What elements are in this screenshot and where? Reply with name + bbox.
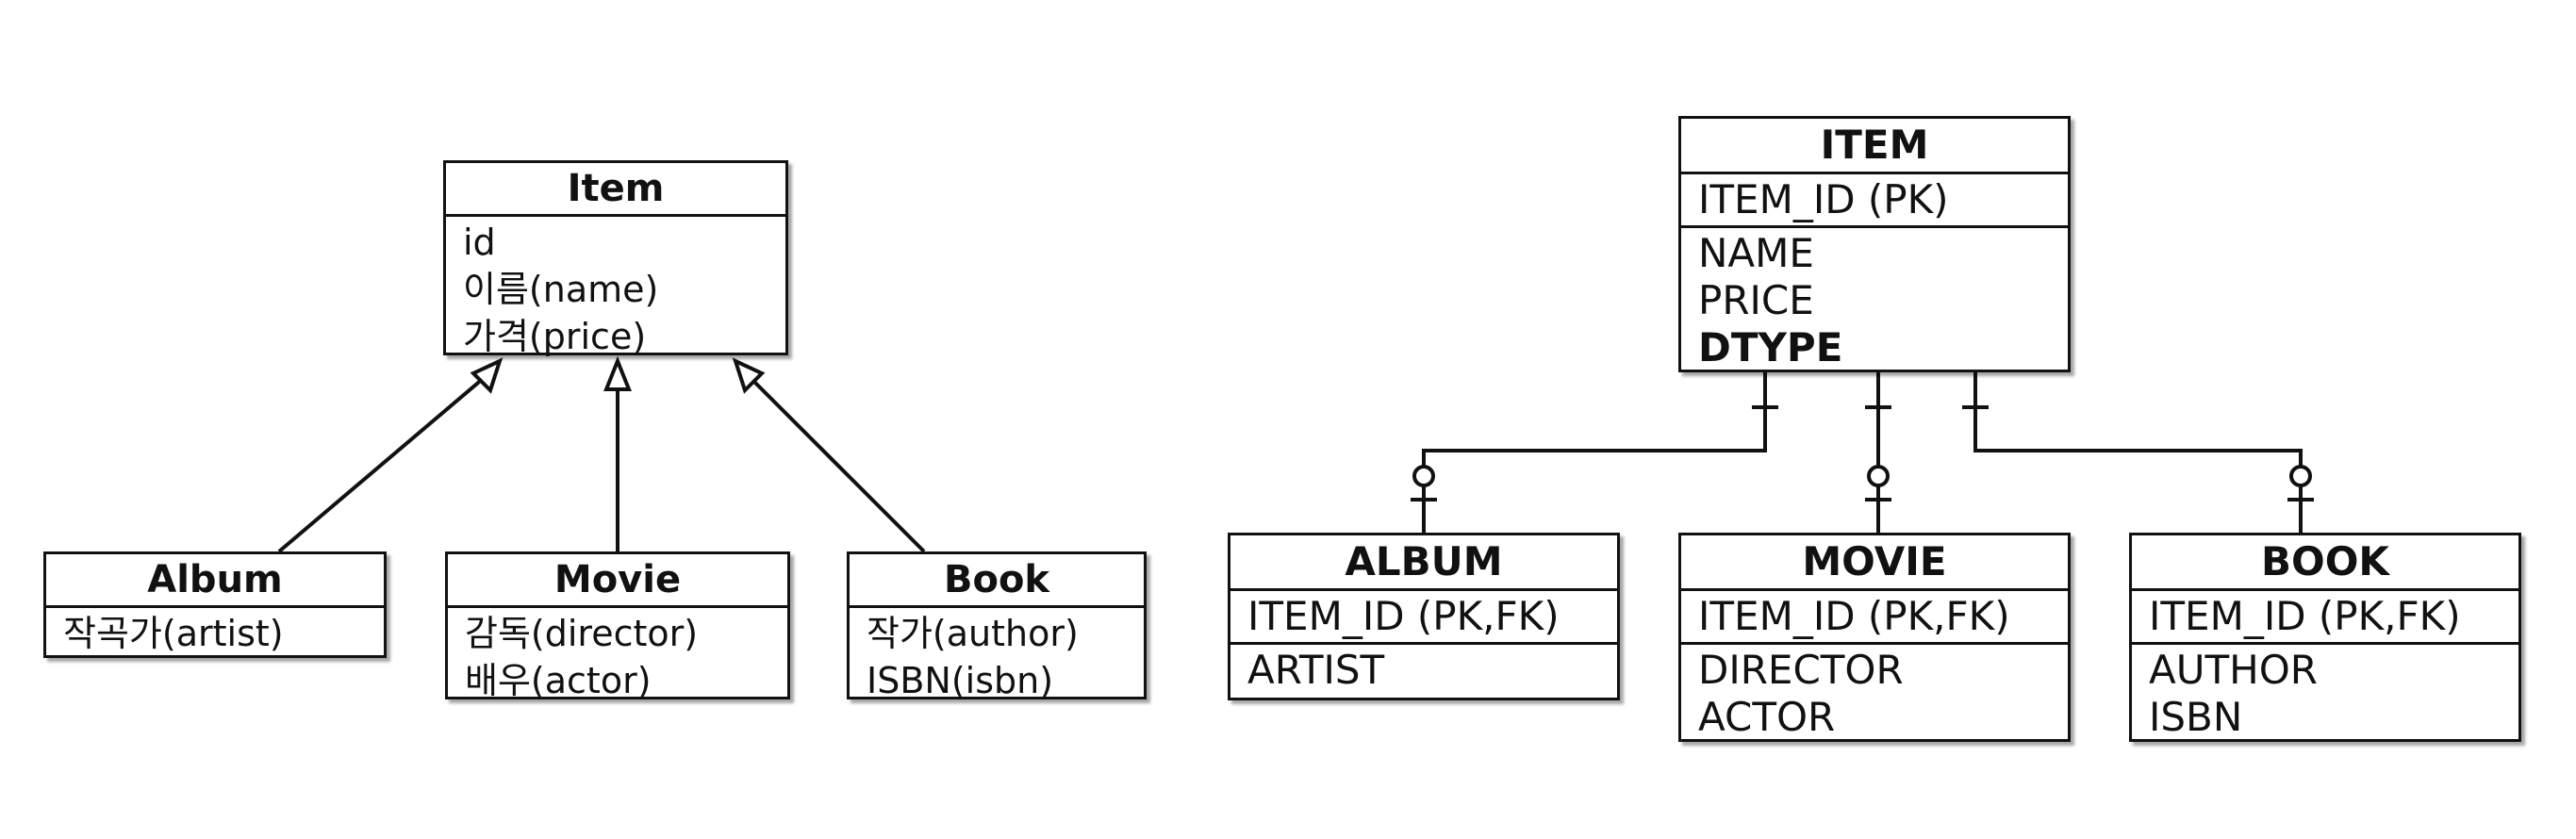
album-optional-circle [1412,465,1435,487]
erd-movie-table: MOVIE ITEM_ID (PK,FK) DIRECTOR ACTOR [1678,533,2071,742]
erd-book-title: BOOK [2132,535,2518,591]
erd-item-table: ITEM ITEM_ID (PK) NAME PRICE DTYPE [1678,116,2071,372]
erd-album-col-artist: ARTIST [1247,647,1385,693]
erd-item-col-dtype: DTYPE [1698,324,1843,370]
uml-movie-title: Movie [448,554,787,608]
erd-movie-pk: ITEM_ID (PK,FK) [1698,593,2010,639]
erd-book-columns: AUTHOR ISBN [2132,642,2518,743]
uml-movie-class: Movie 감독(director) 배우(actor) [445,551,790,701]
erd-album-columns: ARTIST [1230,642,1617,696]
uml-album-fields: 작곡가(artist) [46,608,384,657]
album-inherit-arrow [470,357,504,394]
erd-movie-pk-section: ITEM_ID (PK,FK) [1681,591,2068,642]
book-optional-circle [2289,465,2312,487]
uml-book-field-author: 작가(author) [867,613,1079,654]
uml-movie-field-director: 감독(director) [465,613,699,654]
erd-book-col-isbn: ISBN [2149,694,2243,740]
item-book-relation [1973,370,2303,533]
erd-movie-col-director: DIRECTOR [1698,647,1904,693]
uml-book-fields: 작가(author) ISBN(isbn) [850,608,1144,704]
uml-album-title: Album [46,554,384,608]
uml-movie-field-actor: 배우(actor) [465,660,652,701]
erd-movie-columns: DIRECTOR ACTOR [1681,642,2068,743]
erd-item-col-name: NAME [1698,230,1814,276]
erd-movie-title: MOVIE [1681,535,2068,591]
uml-book-title: Book [850,554,1144,608]
erd-book-pk: ITEM_ID (PK,FK) [2149,593,2461,639]
uml-item-title: Item [446,163,785,217]
erd-album-pk: ITEM_ID (PK,FK) [1247,593,1560,639]
uml-book-field-isbn: ISBN(isbn) [867,660,1054,701]
item-album-relation [1422,370,1767,533]
movie-inherit-arrow [603,355,632,391]
uml-item-fields: id 이름(name) 가격(price) [446,217,785,360]
book-inherits-line [743,370,926,553]
uml-item-field-name: 이름(name) [463,269,659,310]
erd-item-title: ITEM [1681,119,2068,174]
erd-item-col-price: PRICE [1698,277,1814,323]
uml-item-class: Item id 이름(name) 가격(price) [443,160,788,357]
uml-album-field-artist: 작곡가(artist) [63,613,284,654]
erd-book-col-author: AUTHOR [2149,647,2318,693]
uml-album-class: Album 작곡가(artist) [43,551,387,658]
erd-item-pk-section: ITEM_ID (PK) [1681,174,2068,225]
erd-album-title: ALBUM [1230,535,1617,591]
erd-book-pk-section: ITEM_ID (PK,FK) [2132,591,2518,642]
uml-item-field-price: 가격(price) [463,316,647,357]
movie-optional-circle [1867,465,1890,487]
album-inherits-line [277,370,492,553]
uml-book-class: Book 작가(author) ISBN(isbn) [847,551,1147,701]
erd-album-pk-section: ITEM_ID (PK,FK) [1230,591,1617,642]
erd-movie-col-actor: ACTOR [1698,694,1836,740]
erd-album-table: ALBUM ITEM_ID (PK,FK) ARTIST [1228,533,1620,700]
book-inherit-arrow [732,357,766,394]
uml-item-field-id: id [463,222,496,263]
erd-item-pk: ITEM_ID (PK) [1698,176,1949,222]
erd-item-columns: NAME PRICE DTYPE [1681,225,2068,373]
uml-movie-fields: 감독(director) 배우(actor) [448,608,787,704]
erd-book-table: BOOK ITEM_ID (PK,FK) AUTHOR ISBN [2129,533,2521,742]
